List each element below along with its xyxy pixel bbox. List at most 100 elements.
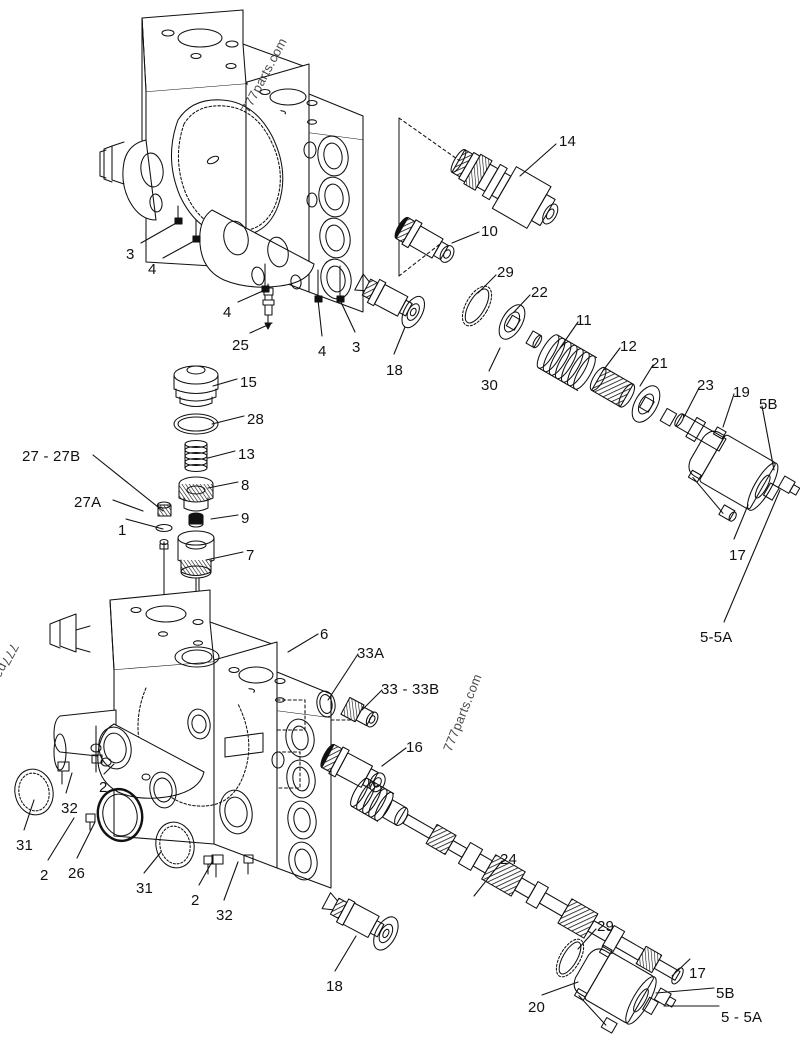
- callout-28: 28: [247, 411, 265, 428]
- leader-31a: [23, 799, 35, 831]
- callout-29b: 29: [597, 918, 615, 935]
- leader-15: [212, 378, 238, 387]
- callout-11: 11: [576, 312, 592, 329]
- callout-20: 20: [528, 999, 546, 1016]
- callout-15: 15: [240, 374, 258, 391]
- leader-26: [76, 821, 96, 859]
- leader-25: [249, 322, 273, 334]
- callout-21: 21: [651, 355, 669, 372]
- callout-18b: 18: [326, 978, 344, 995]
- leader-2c: [198, 861, 213, 886]
- callout-17_bot: 17: [689, 965, 707, 982]
- leader-3: [140, 221, 179, 244]
- callout-27-27B: 27 - 27B: [22, 448, 81, 465]
- callout-27A: 27A: [74, 494, 102, 511]
- leader-18b: [334, 935, 357, 972]
- lower-valve-body: [49, 589, 353, 889]
- leader-2a: [103, 763, 115, 775]
- callout-9: 9: [241, 510, 250, 527]
- leader-3b: [339, 299, 356, 333]
- lower-right-exploded-parts: [316, 690, 684, 1034]
- leader-4c: [317, 299, 323, 337]
- upper-exploded-parts: [354, 117, 800, 522]
- callout-25: 25: [232, 337, 250, 354]
- leader-2b: [47, 817, 75, 861]
- leader-27A: [112, 499, 144, 512]
- callout-19: 19: [733, 384, 751, 401]
- leader-9: [210, 514, 239, 520]
- leader-33-33B: [361, 689, 383, 711]
- leader-6: [287, 633, 319, 653]
- callout-10: 10: [481, 223, 499, 240]
- leader-12: [604, 347, 621, 369]
- upper-valve-body: [99, 9, 364, 330]
- callout-13: 13: [238, 446, 256, 463]
- callout-7: 7: [246, 547, 255, 564]
- leader-19: [722, 393, 735, 428]
- callout-2a: 2: [99, 779, 108, 796]
- callout-32a: 32: [61, 800, 79, 817]
- callout-3: 3: [126, 246, 135, 263]
- leader-8: [207, 481, 239, 489]
- leader-21: [639, 364, 654, 387]
- callout-16: 16: [406, 739, 424, 756]
- leader-10: [451, 231, 480, 244]
- callout-5-5A_top: 5-5A: [700, 629, 733, 646]
- callout-18a: 18: [386, 362, 404, 379]
- callout-30: 30: [481, 377, 499, 394]
- leader-17_bot: [671, 958, 691, 977]
- callout-33-33B: 33 - 33B: [381, 681, 440, 698]
- callout-12: 12: [620, 338, 638, 355]
- callout-4b: 4: [223, 304, 232, 321]
- callout-4c: 4: [318, 343, 327, 360]
- leader-32a: [65, 772, 73, 794]
- callout-5B_top: 5B: [759, 396, 778, 413]
- leader-29b: [577, 928, 597, 950]
- callout-32b: 32: [216, 907, 234, 924]
- leader-33A: [327, 653, 359, 701]
- leader-11: [559, 321, 579, 349]
- leader-17_top: [733, 504, 749, 540]
- callout-33A: 33A: [357, 645, 385, 662]
- leader-22: [513, 294, 531, 313]
- callout-17_top: 17: [729, 547, 747, 564]
- callout-leader-lines: [23, 143, 781, 1007]
- leader-14: [519, 143, 557, 177]
- leader-5-5A_top: [723, 489, 781, 623]
- leader-32b: [223, 861, 239, 901]
- leader-23: [683, 387, 700, 418]
- leader-30: [488, 347, 501, 372]
- leader-29a: [477, 274, 497, 294]
- lower-left-loose-parts: [14, 743, 254, 878]
- leader-27-27B: [92, 454, 164, 512]
- leader-4b: [237, 289, 266, 303]
- callout-14: 14: [559, 133, 577, 150]
- callout-6: 6: [320, 626, 329, 643]
- callout-4a: 4: [148, 261, 157, 278]
- callout-5-5A_bot: 5 - 5A: [721, 1009, 763, 1026]
- callout-22: 22: [531, 284, 549, 301]
- callout-5B_bot: 5B: [716, 985, 735, 1002]
- callout-2c: 2: [191, 892, 200, 909]
- leader-7: [205, 551, 244, 561]
- leader-13: [207, 450, 236, 459]
- leader-5B_bot: [655, 987, 715, 994]
- leader-1: [125, 518, 164, 530]
- callout-8: 8: [241, 477, 250, 494]
- callout-26: 26: [68, 865, 86, 882]
- callout-23: 23: [697, 377, 715, 394]
- leader-24: [473, 860, 503, 897]
- leader-20: [541, 981, 579, 996]
- leader-31b: [143, 851, 162, 874]
- leader-5B_top: [761, 405, 775, 471]
- leader-16: [381, 747, 407, 767]
- callout-24: 24: [500, 851, 518, 868]
- leader-18a: [393, 326, 406, 355]
- leader-28: [211, 415, 245, 425]
- callout-31a: 31: [16, 837, 34, 854]
- callout-29a: 29: [497, 264, 515, 281]
- leader-4a: [162, 239, 197, 259]
- callout-1: 1: [118, 522, 127, 539]
